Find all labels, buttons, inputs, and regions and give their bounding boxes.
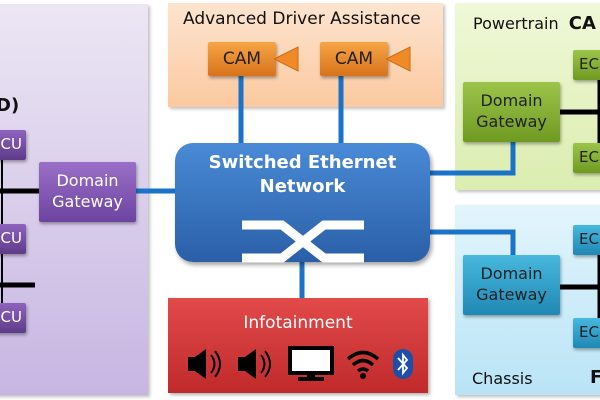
- ecu-label: EC: [579, 148, 599, 167]
- gateway-label: Domain Gateway: [52, 171, 123, 211]
- left-domain-title: D): [0, 95, 20, 116]
- adas-title: Advanced Driver Assistance: [183, 9, 421, 29]
- wifi-icon: [346, 350, 380, 379]
- chassis-domain-gateway: Domain Gateway: [463, 255, 560, 315]
- monitor-icon: [288, 346, 334, 381]
- chassis-bus-label: F: [590, 367, 600, 388]
- chassis-label: Chassis: [472, 369, 533, 388]
- camera-label: CAM: [222, 48, 262, 69]
- camera-1: CAM: [208, 42, 300, 76]
- link-chassis: [428, 229, 516, 258]
- left-ecu-1: CU: [0, 130, 26, 160]
- powertrain-domain-gateway: Domain Gateway: [463, 82, 560, 142]
- gateway-label: Domain Gateway: [476, 264, 547, 304]
- camera-lens-icon: [386, 46, 411, 72]
- left-ecu-3: CU: [0, 303, 26, 333]
- infotainment-panel: Infotainment: [168, 298, 428, 393]
- ecu-label: CU: [0, 229, 22, 248]
- camera-label: CAM: [334, 48, 374, 69]
- powertrain-title: Powertrain CA: [473, 13, 596, 34]
- left-domain-gateway: Domain Gateway: [39, 162, 136, 222]
- ecu-label: EC: [579, 230, 599, 249]
- chassis-title: Chassis: [472, 369, 533, 388]
- chassis-ecu-1: EC: [573, 225, 600, 255]
- ecu-label: CU: [0, 308, 22, 327]
- switch-title-line1: Switched Ethernet: [208, 152, 397, 173]
- chassis-ecu-2: EC: [573, 318, 600, 348]
- speaker-icon: [238, 349, 271, 379]
- switch-crossover-icon: [242, 220, 364, 263]
- camera-body: CAM: [208, 42, 276, 76]
- left-ecu-2: CU: [0, 224, 26, 254]
- ecu-label: CU: [0, 135, 22, 154]
- ecu-label: EC: [579, 323, 599, 342]
- link-powertrain: [428, 142, 516, 176]
- speaker-icon: [188, 349, 221, 379]
- switched-ethernet-network: Switched Ethernet Network: [175, 143, 430, 263]
- powertrain-bus-label: CA: [568, 13, 596, 34]
- powertrain-ecu-1: EC: [573, 50, 600, 80]
- camera-lens-icon: [274, 46, 299, 72]
- camera-2: CAM: [320, 42, 412, 76]
- camera-body: CAM: [320, 42, 388, 76]
- infotainment-title: Infotainment: [243, 313, 353, 333]
- switch-title-line2: Network: [259, 176, 346, 197]
- powertrain-label: Powertrain: [473, 14, 559, 33]
- bluetooth-icon: [393, 349, 413, 379]
- ecu-label: EC: [579, 55, 599, 74]
- powertrain-ecu-2: EC: [573, 143, 600, 173]
- gateway-label: Domain Gateway: [476, 91, 547, 131]
